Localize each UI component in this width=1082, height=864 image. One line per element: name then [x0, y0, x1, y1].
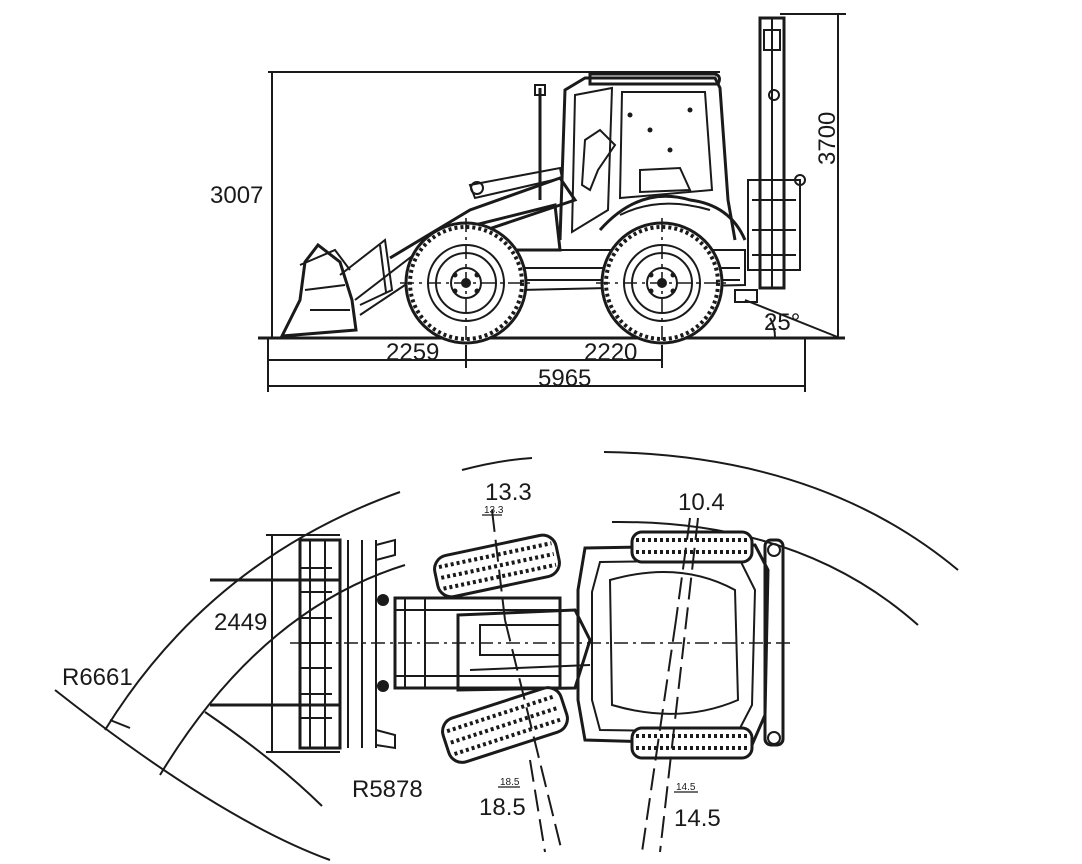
- small-angle-rear-bottom: 14.5: [676, 782, 696, 793]
- inner-arc-bottom: [204, 711, 323, 807]
- top-view: R6661 R5878 2449: [54, 451, 959, 861]
- outer-arc-bottom: [54, 689, 331, 861]
- top-view-rear-wheel-upper: [630, 530, 754, 564]
- height-3007-label: 3007: [210, 182, 263, 209]
- small-angle-front-top: 13.3: [484, 505, 504, 516]
- height-3700-dimension: [780, 13, 846, 338]
- width-2449-label: 2449: [214, 609, 267, 636]
- front-wheel: [400, 218, 530, 348]
- inner-radius-label: R5878: [352, 776, 423, 803]
- length-dimensions: [267, 338, 806, 392]
- angle-front-top-label: 13.3: [485, 479, 532, 506]
- top-view-bucket: [210, 538, 396, 750]
- top-view-front-wheel-lower: [441, 686, 569, 764]
- rear-lower-axis: [641, 619, 677, 853]
- angle-front-bottom-label: 18.5: [479, 794, 526, 821]
- front-overhang-label: 2259: [386, 339, 439, 366]
- angle-rear-bottom-label: 14.5: [674, 805, 721, 832]
- inner-turn-arc: [159, 564, 406, 776]
- front-lower-axis-2: [529, 759, 546, 853]
- overall-length-label: 5965: [538, 365, 591, 392]
- width-2449-dimension: [266, 534, 340, 753]
- outer-radius-label: R6661: [62, 664, 133, 691]
- small-angle-front-bottom: 18.5: [500, 777, 520, 788]
- side-view: 3007 3700 2259 2220 5965 25°: [210, 13, 846, 392]
- angle-rear-top-label: 10.4: [678, 489, 725, 516]
- outer-turn-arc: [104, 491, 401, 731]
- top-view-front-wheel-upper: [433, 533, 561, 599]
- top-view-frame: [393, 596, 592, 692]
- backhoe-boom: [734, 16, 806, 303]
- front-lower-axis: [504, 619, 563, 853]
- top-arc-right-outer: [603, 451, 959, 571]
- wheelbase-label: 2220: [584, 339, 637, 366]
- departure-angle-label: 25°: [764, 309, 800, 336]
- outer-radius-leader: [109, 719, 131, 729]
- front-upper-axis: [491, 509, 506, 621]
- rear-wheel: [596, 218, 728, 348]
- departure-angle-line: [744, 299, 841, 339]
- front-loader-bucket: [279, 238, 421, 338]
- top-view-rear-wheel-lower: [630, 726, 754, 760]
- departure-angle-arc: [769, 317, 777, 339]
- height-3700-label: 3700: [814, 112, 841, 165]
- rear-upper-axis: [675, 517, 691, 621]
- top-arc-left: [461, 457, 533, 471]
- operator-cab: [558, 72, 747, 241]
- rear-lower-axis-2: [659, 517, 699, 853]
